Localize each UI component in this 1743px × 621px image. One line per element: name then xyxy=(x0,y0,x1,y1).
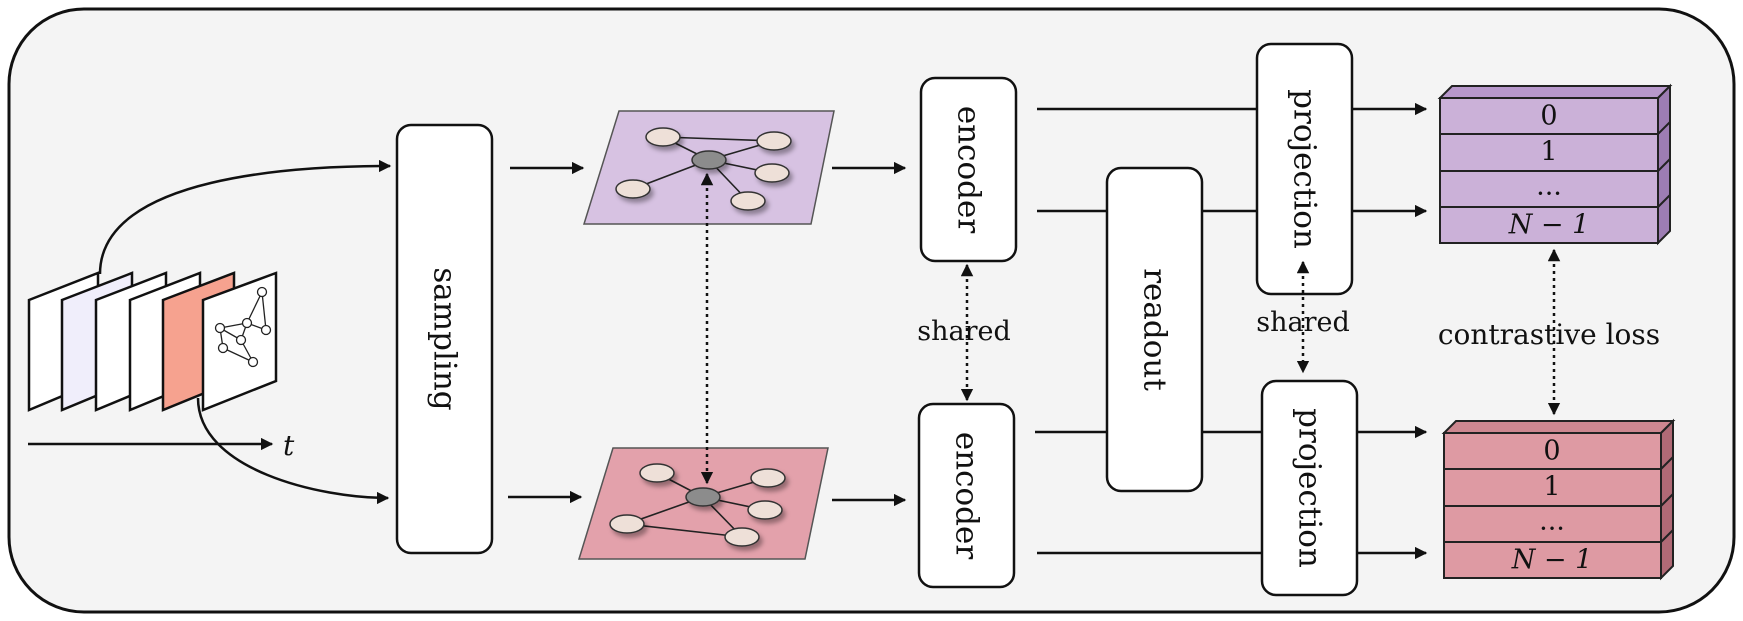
encoder-bottom-block xyxy=(917,402,1016,589)
stack-cell-label: N − 1 xyxy=(1508,210,1590,241)
sampling-block xyxy=(395,123,494,555)
graph-node xyxy=(754,163,790,183)
mini-graph xyxy=(214,286,272,368)
graph-node xyxy=(724,527,760,547)
graph-center-node xyxy=(691,150,727,170)
embedding-stack-top: 0 1 ... N − 1 xyxy=(1437,83,1673,246)
graph-node xyxy=(615,179,651,199)
graph-node xyxy=(639,463,675,483)
stack-cell-label: N − 1 xyxy=(1511,545,1593,576)
graph-node xyxy=(609,514,645,534)
shared-encoder-label: shared xyxy=(917,316,1011,347)
stack-cell-label: 1 xyxy=(1540,137,1557,168)
graph-center-node xyxy=(685,487,721,507)
contrastive-loss-label: contrastive loss xyxy=(1438,318,1660,351)
snapshot-stack xyxy=(27,271,278,412)
time-axis-label: t xyxy=(283,429,295,462)
encoder-bottom-label: encoder xyxy=(949,432,985,560)
stack-cell-label: ... xyxy=(1539,506,1565,537)
stack-top-face xyxy=(1441,420,1676,434)
curve-arrow-bottom xyxy=(196,397,390,505)
stack-cell-label: ... xyxy=(1536,171,1562,202)
stack-cell-label: 1 xyxy=(1543,472,1560,503)
graph-node xyxy=(747,500,783,520)
embedding-stack-bottom: 0 1 ... N − 1 xyxy=(1441,418,1676,581)
graph-view-top xyxy=(582,110,835,225)
encoder-top-block xyxy=(919,76,1018,263)
curve-arrow-top xyxy=(98,159,392,275)
graph-node xyxy=(756,131,792,151)
projection-top-label: projection xyxy=(1287,89,1323,249)
projection-bottom-block xyxy=(1260,379,1359,597)
graph-node xyxy=(645,127,681,147)
graph-node xyxy=(730,191,766,211)
shared-projection-label: shared xyxy=(1256,307,1350,338)
stack-cell-label: 0 xyxy=(1540,101,1557,132)
graph-node xyxy=(750,468,786,488)
readout-label: readout xyxy=(1137,268,1173,391)
projection-bottom-label: projection xyxy=(1292,408,1328,568)
encoder-top-label: encoder xyxy=(951,106,987,234)
readout-block xyxy=(1105,166,1204,493)
graph-view-bottom xyxy=(577,447,829,560)
stack-top-face xyxy=(1437,85,1673,99)
sampling-label: sampling xyxy=(427,267,463,410)
stack-cell-label: 0 xyxy=(1543,436,1560,467)
